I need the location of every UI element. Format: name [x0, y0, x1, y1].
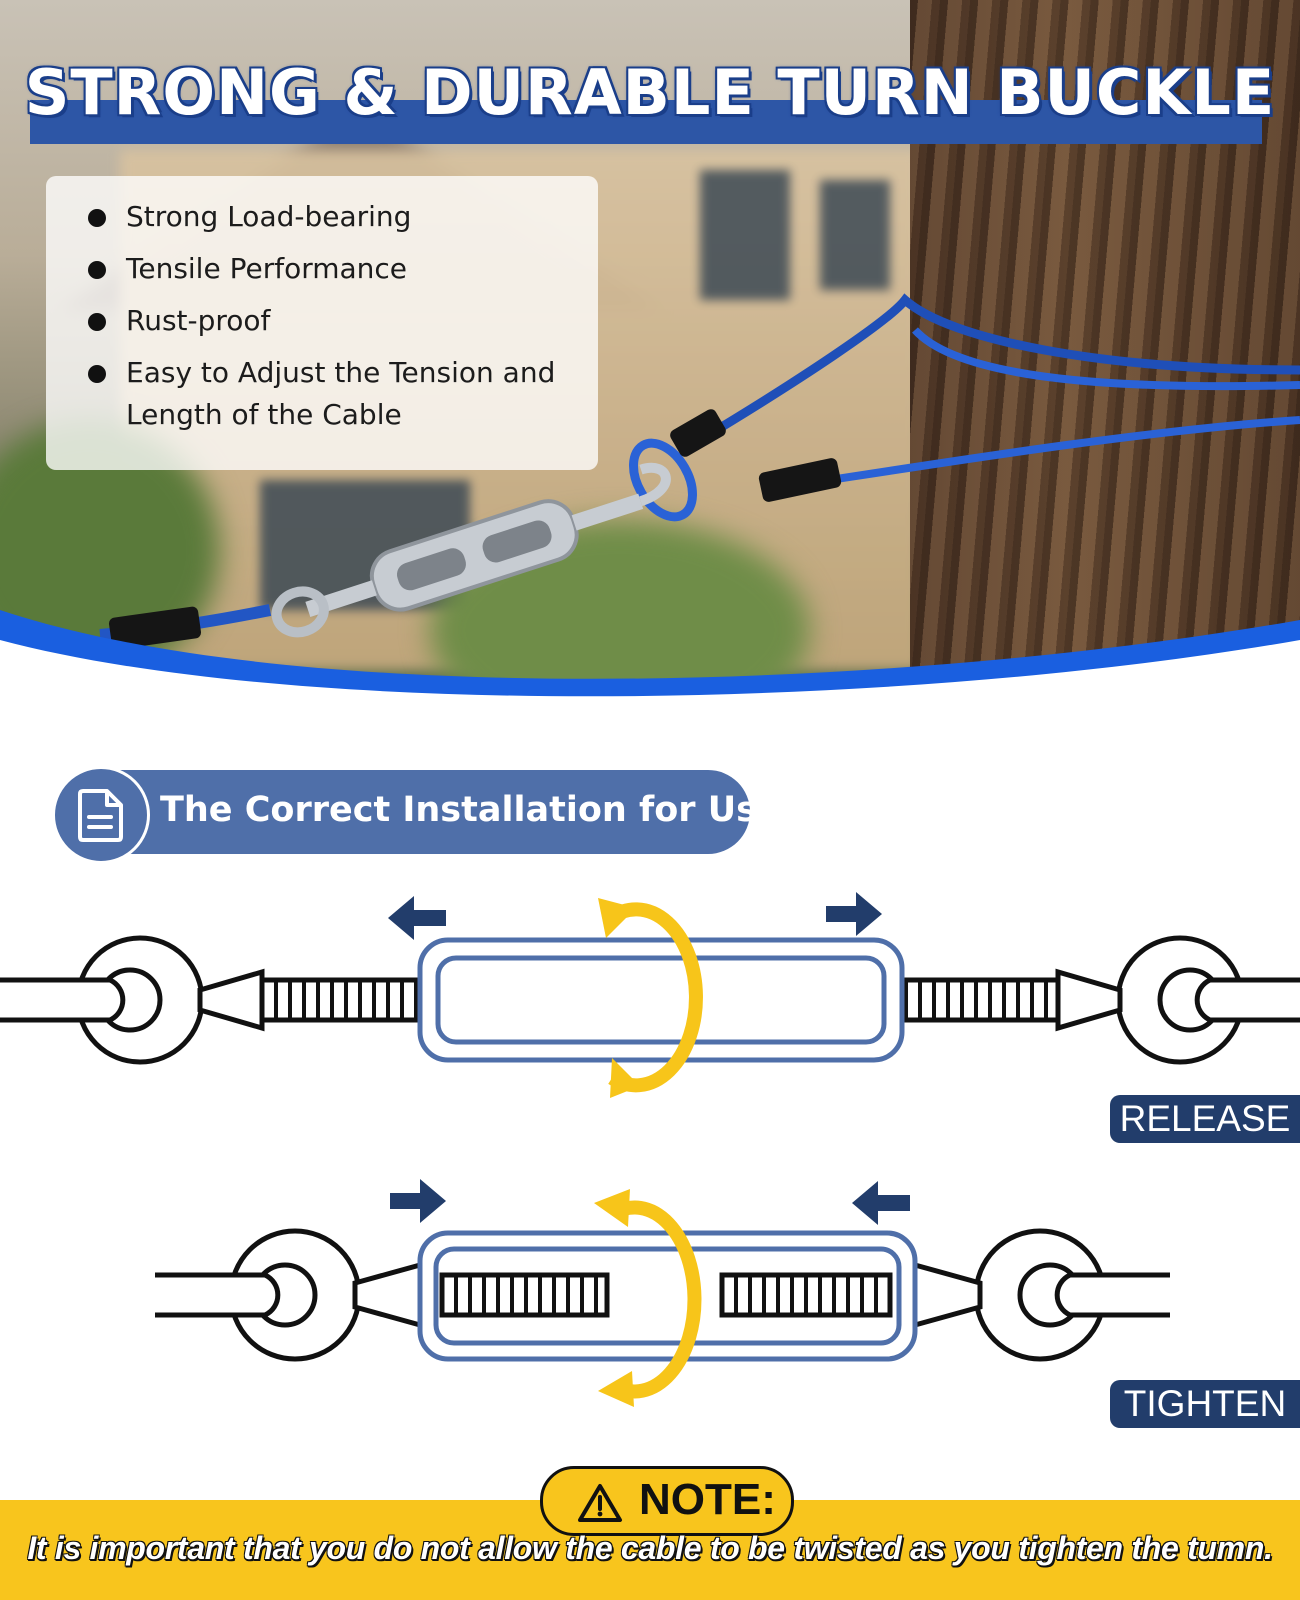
bullet-icon: [88, 313, 106, 331]
rotate-clockwise-icon: [594, 1189, 702, 1407]
feature-item: Strong Load-bearing: [86, 196, 598, 238]
release-label: RELEASE: [1110, 1095, 1300, 1143]
feature-item: Easy to Adjust the Tension and Length of…: [86, 352, 598, 436]
installation-title: The Correct Installation for Use: [160, 790, 781, 830]
feature-text-continued: Length of the Cable: [126, 398, 402, 431]
bullet-icon: [88, 209, 106, 227]
feature-text: Rust-proof: [126, 304, 271, 337]
blue-wave: [0, 610, 1300, 730]
note-text: It is important that you do not allow th…: [27, 1530, 1273, 1566]
feature-panel: Strong Load-bearing Tensile Performance …: [46, 176, 598, 470]
rotate-counterclockwise-icon: [598, 898, 703, 1098]
arrow-right-icon: [390, 1179, 446, 1223]
tighten-diagram: [155, 1179, 1170, 1407]
feature-item: Rust-proof: [86, 300, 598, 342]
feature-text: Tensile Performance: [126, 252, 408, 285]
tighten-label: TIGHTEN: [1110, 1380, 1300, 1428]
bullet-icon: [88, 261, 106, 279]
note-label: NOTE:: [639, 1475, 776, 1524]
feature-item: Tensile Performance: [86, 248, 598, 290]
arrow-left-icon: [388, 896, 446, 940]
arrow-left-icon: [852, 1181, 910, 1225]
note-badge: NOTE:: [540, 1466, 794, 1536]
release-diagram: [0, 892, 1300, 1098]
installation-header: [55, 770, 750, 854]
feature-text: Easy to Adjust the Tension and: [126, 356, 556, 389]
house-window: [820, 180, 890, 290]
title-banner: [30, 100, 1262, 144]
feature-text: Strong Load-bearing: [126, 200, 412, 233]
turnbuckle-photo: [99, 293, 1300, 650]
bullet-icon: [88, 365, 106, 383]
warning-icon: [578, 1484, 622, 1522]
house-window: [700, 170, 790, 300]
page-title: STRONG & DURABLE TURN BUCKLE: [24, 56, 1276, 129]
document-icon: [52, 766, 150, 864]
arrow-right-icon: [826, 892, 882, 936]
